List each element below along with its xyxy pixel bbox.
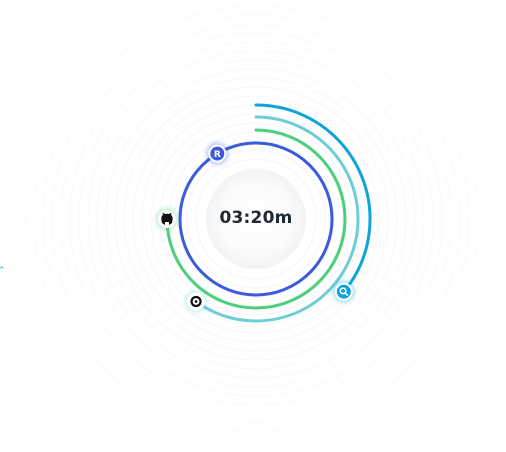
background-ring: [87, 50, 425, 388]
background-rings: [6, 0, 506, 452]
background-ring: [24, 0, 488, 451]
background-ring: [96, 59, 416, 379]
svg-text:R: R: [214, 150, 221, 160]
background-ring: [6, 0, 506, 452]
background-ring: [78, 41, 434, 397]
edge-marker-icon: ⌃: [0, 265, 6, 275]
background-ring: [132, 95, 380, 343]
background-ring: [186, 149, 326, 289]
progress-arc: [178, 141, 334, 297]
background-ring: [15, 0, 497, 452]
background-ring: [114, 77, 398, 361]
timer-display: 03:20m: [219, 208, 293, 228]
background-ring: [42, 5, 470, 433]
background-ring: [105, 68, 407, 370]
ring-badges: R: [156, 142, 355, 313]
background-ring: [195, 158, 317, 280]
progress-arc: [194, 115, 360, 323]
background-ring: [33, 0, 479, 442]
background-ring: [60, 23, 452, 415]
background-ring: [123, 86, 389, 352]
github-icon[interactable]: [156, 208, 178, 230]
search-icon[interactable]: [332, 280, 355, 303]
progress-arcs: [165, 103, 372, 323]
react-icon[interactable]: R: [206, 142, 229, 165]
progress-arc: [254, 103, 372, 294]
codepen-icon[interactable]: [185, 290, 208, 313]
background-ring: [69, 32, 443, 406]
progress-arc: [165, 128, 347, 310]
background-ring: [51, 14, 461, 424]
center-glow: [206, 169, 306, 269]
background-ring: [150, 113, 362, 325]
